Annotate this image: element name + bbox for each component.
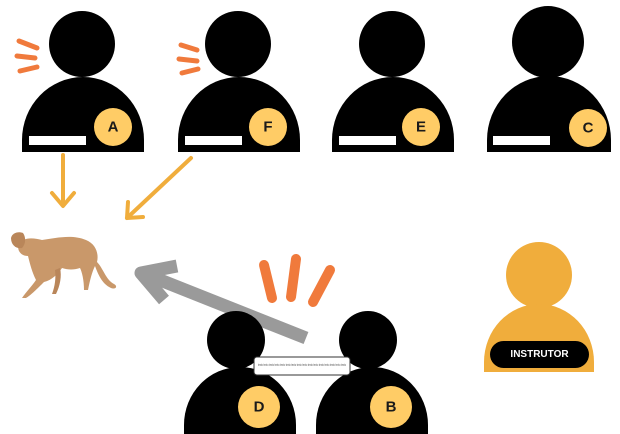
instructor-label: INSTRUTOR xyxy=(510,349,569,360)
student-a-name-tag xyxy=(29,136,86,145)
student-c-label: C xyxy=(583,120,594,137)
arrow-a-to-animal xyxy=(52,155,74,206)
arrow-f-to-animal xyxy=(127,158,191,218)
student-e-label: E xyxy=(416,119,426,136)
student-f-head xyxy=(205,11,271,77)
student-a-label: A xyxy=(108,119,119,136)
student-f-speaking-icon xyxy=(179,45,198,73)
student-b-label: B xyxy=(386,399,397,416)
puma-icon xyxy=(11,232,116,298)
student-f-label: F xyxy=(263,119,272,136)
student-a-head xyxy=(49,11,115,77)
group-attention-icon xyxy=(264,259,330,302)
instructor-head xyxy=(506,242,572,308)
student-d-label: D xyxy=(254,399,265,416)
student-e-head xyxy=(359,11,425,77)
student-e-name-tag xyxy=(339,136,396,145)
shared-note-text: texto texto texto texto texto texto text… xyxy=(258,363,346,367)
shared-note: texto texto texto texto texto texto text… xyxy=(254,357,350,375)
student-e: E xyxy=(332,11,454,152)
student-a: A xyxy=(17,11,144,152)
student-c-head xyxy=(512,6,584,78)
student-c-name-tag xyxy=(493,136,550,145)
student-c: C xyxy=(487,6,611,152)
student-a-speaking-icon xyxy=(17,41,37,71)
instructor: INSTRUTOR xyxy=(484,242,594,372)
student-f: F xyxy=(178,11,300,152)
student-f-name-tag xyxy=(185,136,242,145)
